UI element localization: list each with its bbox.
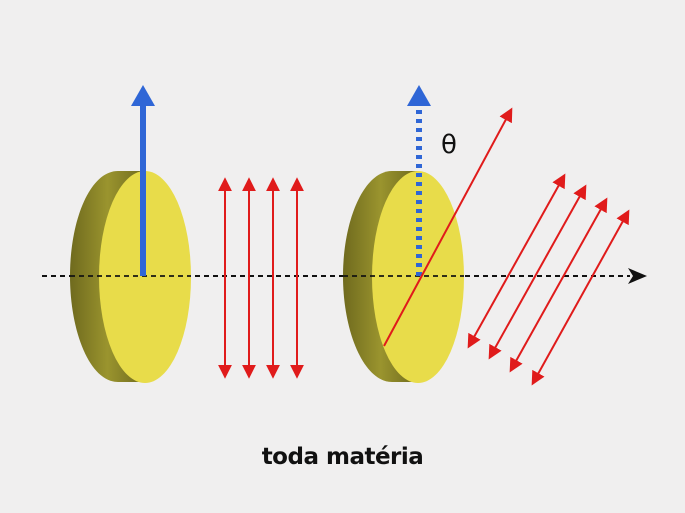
arrow-right-icon xyxy=(628,268,647,284)
arrow-up-icon xyxy=(407,85,431,106)
vertical-polarized-light xyxy=(218,177,304,379)
polarizer-2 xyxy=(343,85,513,383)
angle-label: θ xyxy=(441,130,457,160)
arrow-up-icon xyxy=(131,85,155,106)
logo-toda-materia: toda matéria xyxy=(261,444,424,470)
tilted-polarized-light xyxy=(467,173,630,386)
polarizer-1 xyxy=(70,85,191,383)
tilted-transmission-axis xyxy=(383,107,513,347)
